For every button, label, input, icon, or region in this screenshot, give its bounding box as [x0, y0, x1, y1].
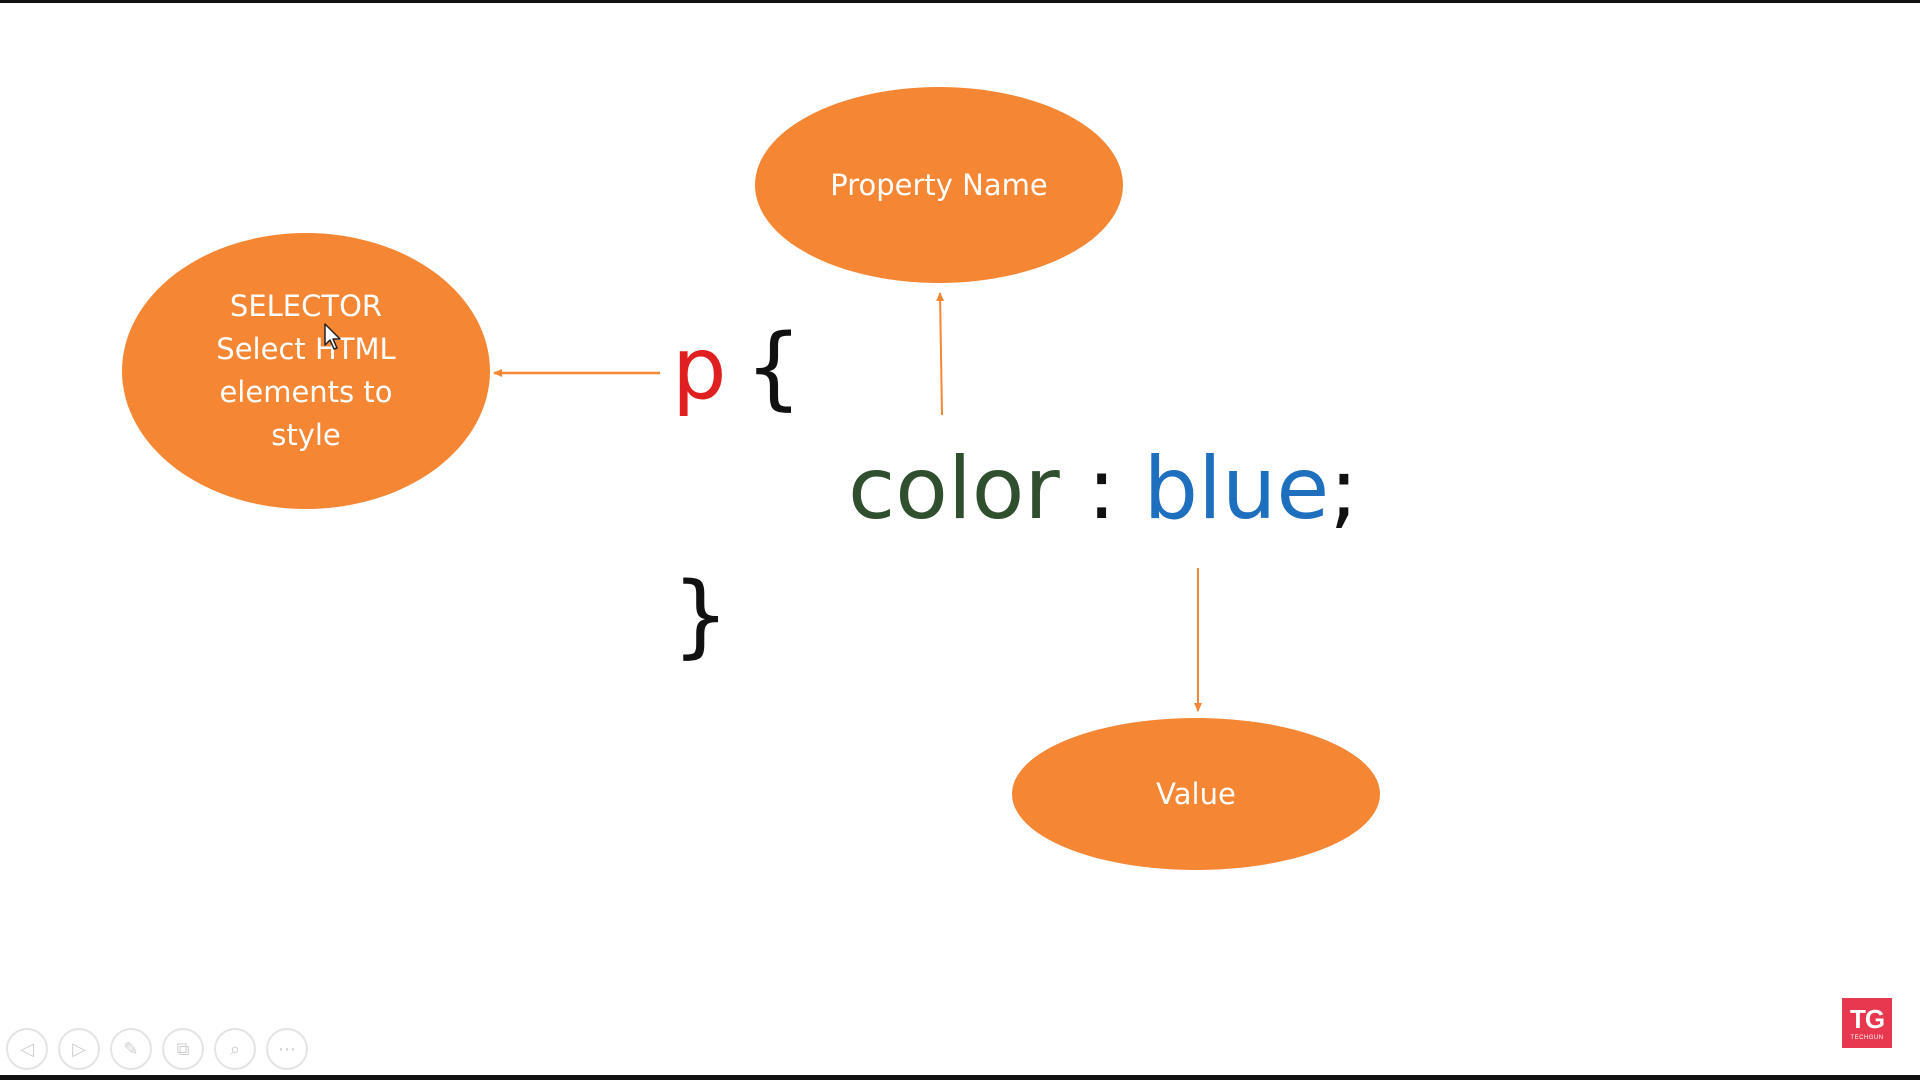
previous-slide-button[interactable]: ◁ — [6, 1028, 48, 1070]
next-slide-button[interactable]: ▷ — [58, 1028, 100, 1070]
more-options-button[interactable]: ⋯ — [266, 1028, 308, 1070]
pen-tool-button[interactable]: ✎ — [110, 1028, 152, 1070]
logo-wordmark: TECHGUN — [1850, 1035, 1884, 1041]
property-name-label: Property Name — [830, 168, 1048, 202]
value-label: Value — [1156, 777, 1236, 811]
bottom-border — [0, 1075, 1920, 1080]
connector-arrows — [493, 292, 1202, 712]
arrow-left-icon: ◁ — [20, 1038, 34, 1059]
value-ellipse: Value — [1012, 718, 1380, 870]
code-declaration: color : blue; — [848, 439, 1358, 539]
magnifier-icon: ⌕ — [229, 1038, 241, 1059]
code-colon: : — [1059, 439, 1144, 539]
selector-ellipse: SELECTOR Select HTML elements to style — [122, 233, 490, 509]
selector-line: style — [271, 418, 341, 452]
techgun-logo: TG TECHGUN — [1842, 998, 1892, 1048]
mouse-cursor-icon — [324, 323, 341, 350]
code-value: blue — [1143, 439, 1330, 539]
selector-line: SELECTOR — [229, 289, 383, 323]
code-selector: p — [672, 319, 727, 419]
code-property: color — [848, 439, 1060, 539]
pen-icon: ✎ — [123, 1038, 139, 1059]
code-semicolon: ; — [1329, 439, 1359, 539]
slide-sorter-button[interactable]: ⧉ — [162, 1028, 204, 1070]
logo-mark: TG — [1849, 1004, 1885, 1034]
selector-line: Select HTML — [216, 332, 396, 366]
presentation-slide: SELECTOR Select HTML elements to style P… — [0, 3, 1920, 1075]
property-arrow — [936, 292, 945, 416]
property-name-ellipse: Property Name — [755, 87, 1123, 283]
top-border — [0, 0, 1920, 3]
code-open-brace: { — [745, 315, 803, 420]
ellipsis-icon: ⋯ — [278, 1038, 296, 1059]
zoom-button[interactable]: ⌕ — [214, 1028, 256, 1070]
selector-description: SELECTOR Select HTML elements to style — [216, 285, 395, 457]
slideshow-toolbar: ◁ ▷ ✎ ⧉ ⌕ ⋯ — [6, 1028, 308, 1070]
arrow-right-icon: ▷ — [72, 1038, 86, 1059]
selector-line: elements to — [219, 375, 393, 409]
slides-grid-icon: ⧉ — [176, 1038, 190, 1059]
code-close-brace: } — [672, 563, 730, 668]
